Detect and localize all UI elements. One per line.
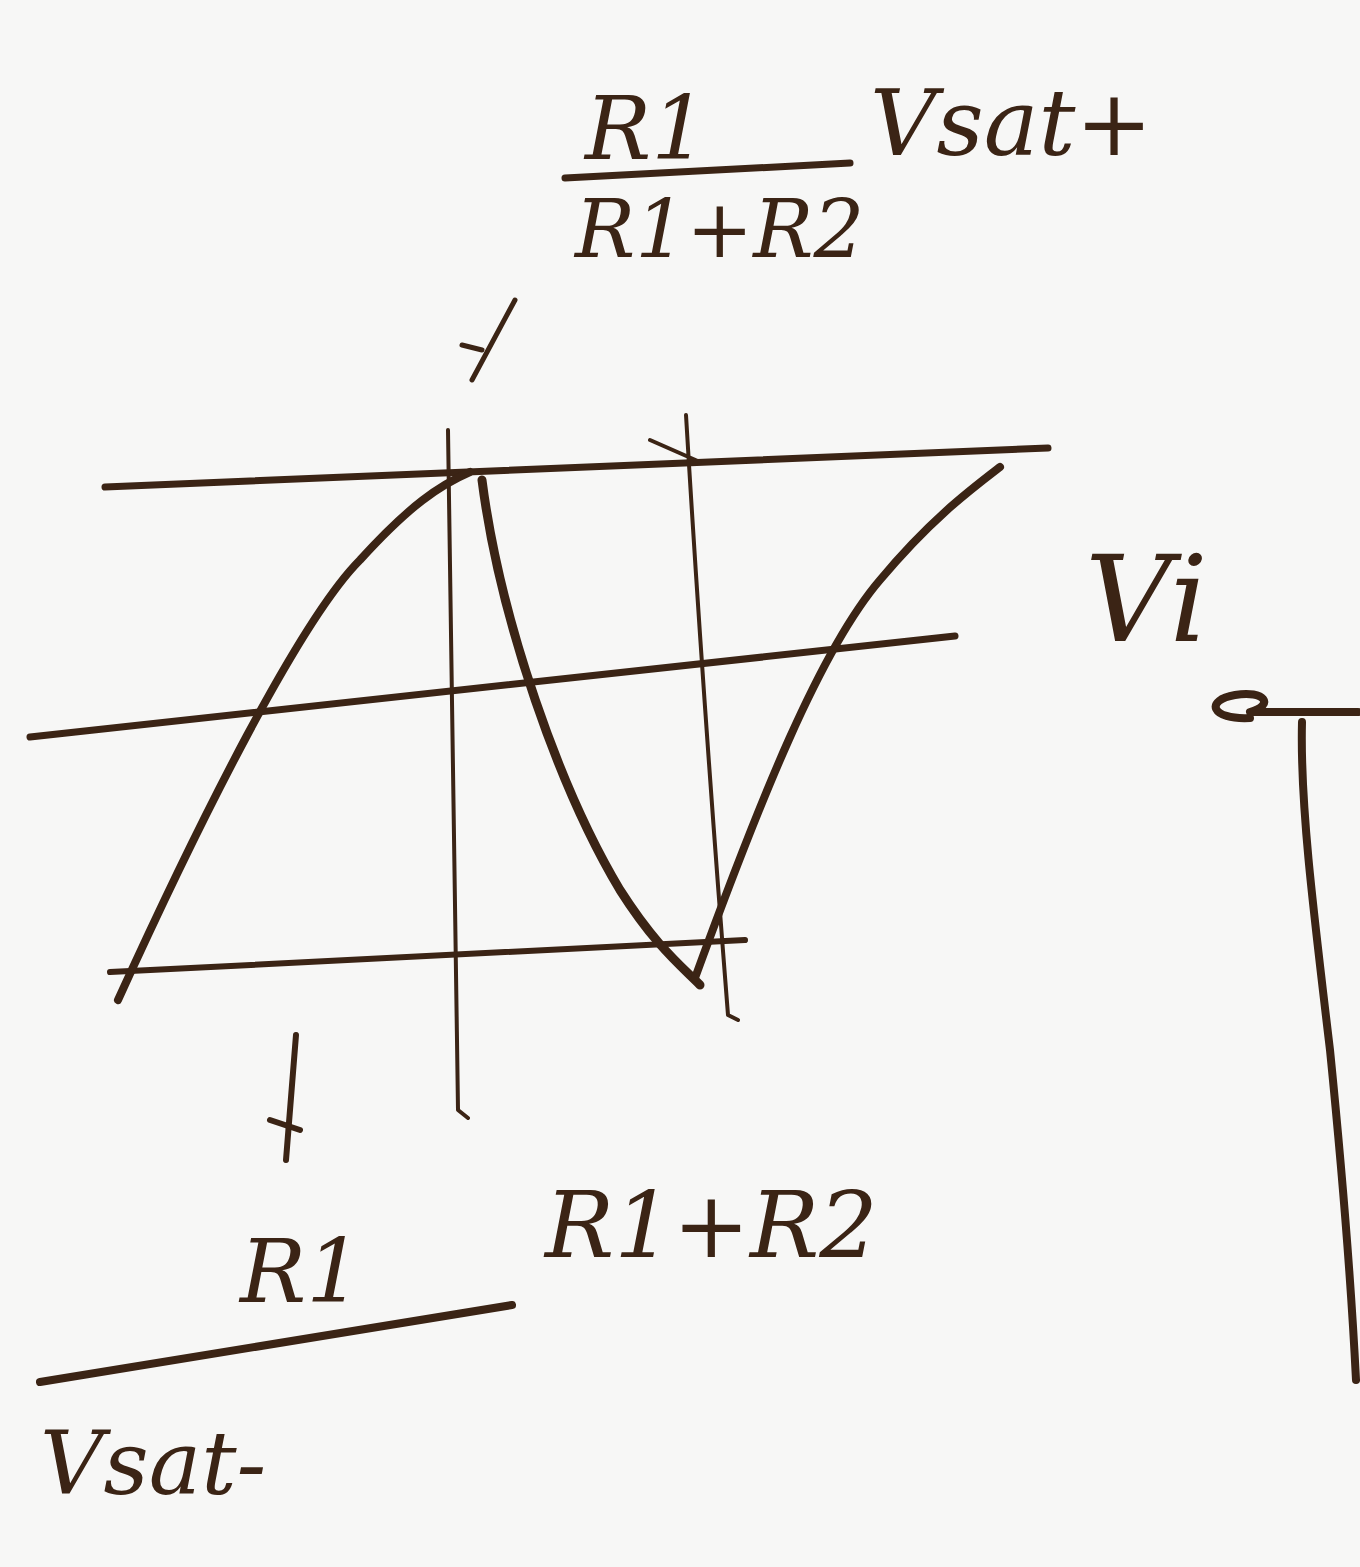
leader-line bbox=[286, 1035, 296, 1160]
threshold-label: R1+R2 bbox=[575, 190, 864, 270]
waveform bbox=[482, 480, 700, 985]
leader-tick bbox=[270, 1120, 300, 1130]
threshold-label: R1 bbox=[585, 85, 707, 173]
terminal-symbol bbox=[1216, 694, 1358, 718]
waveform bbox=[118, 472, 470, 1000]
signal-name: Vi bbox=[1085, 540, 1208, 660]
leader-line bbox=[472, 300, 515, 380]
leader-tick bbox=[462, 345, 482, 350]
output-wire bbox=[1302, 722, 1356, 1380]
waveform bbox=[695, 467, 1000, 978]
switch-marker bbox=[650, 415, 738, 1020]
lower-threshold-line bbox=[110, 940, 745, 972]
threshold-label: Vsat+ bbox=[870, 78, 1153, 170]
threshold-label: R1+R2 bbox=[545, 1180, 878, 1272]
threshold-label: Vsat- bbox=[40, 1420, 266, 1508]
threshold-label: R1 bbox=[240, 1228, 362, 1316]
fraction-bar bbox=[40, 1305, 512, 1382]
switch-marker bbox=[448, 430, 468, 1118]
upper-threshold-line bbox=[105, 448, 1048, 487]
